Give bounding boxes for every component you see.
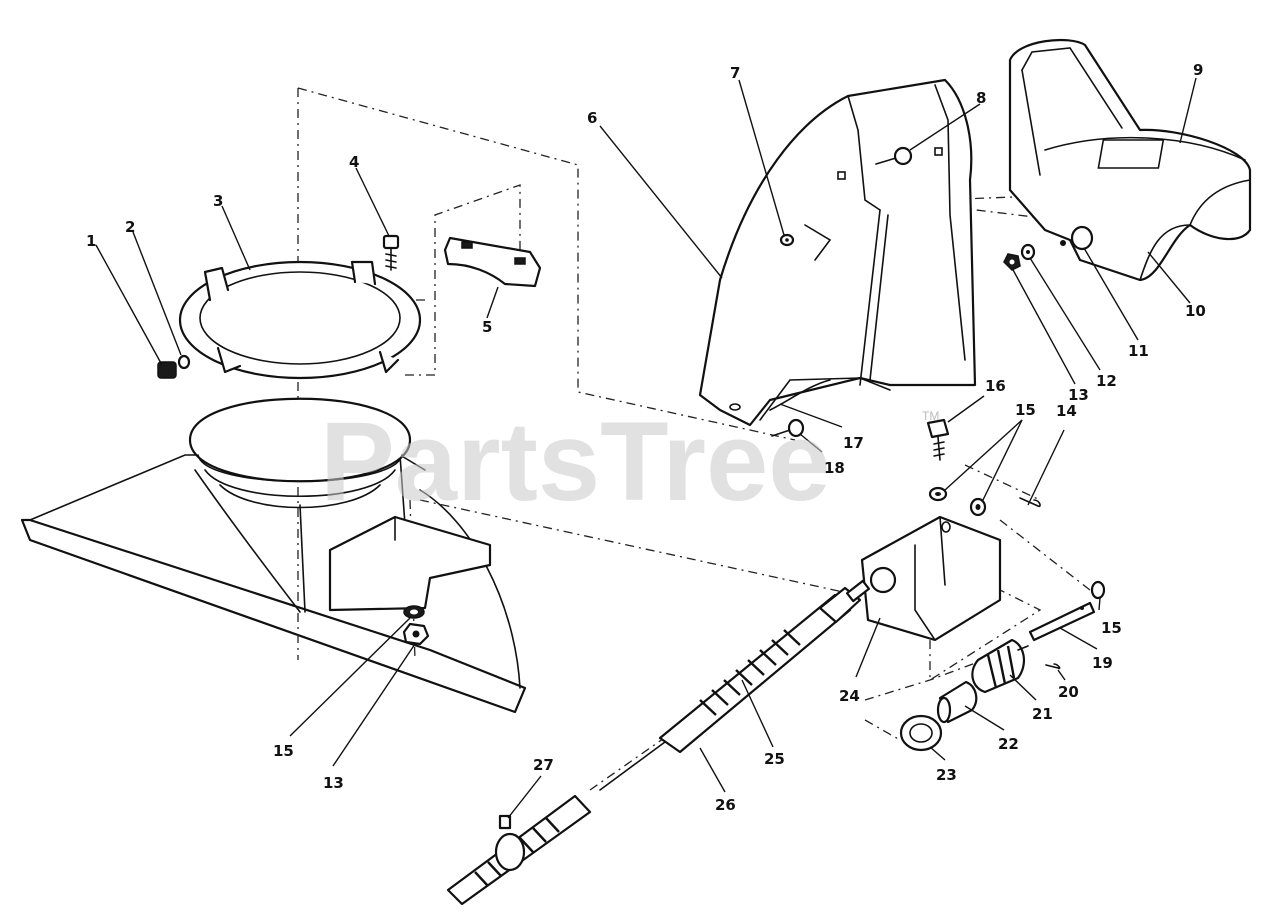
- washer-part-15-c: [1090, 580, 1106, 600]
- nut-part-23: [899, 714, 943, 752]
- callout-22: 22: [998, 735, 1019, 753]
- washer-part-15-a: [928, 486, 948, 502]
- washer-part-11: [1060, 225, 1094, 251]
- callout-27: 27: [533, 756, 554, 774]
- callout-15-right: 15: [1101, 619, 1122, 637]
- nut-part-13-upper: [1003, 253, 1021, 271]
- callout-18: 18: [824, 459, 845, 477]
- cable-end-part-27: [446, 794, 592, 906]
- callout-19: 19: [1092, 654, 1113, 672]
- washer-part-12: [1020, 243, 1036, 261]
- washer-part-15-b: [969, 497, 987, 517]
- clamp-part-5: [443, 236, 542, 288]
- pin-part-20: [1045, 663, 1061, 670]
- callout-labels: 1 2 3 4 5 6 7 8 9 10 11 12 13 13 14 15 1…: [86, 61, 1206, 814]
- washer-part-7: [779, 233, 795, 247]
- knob-part-8: [875, 146, 913, 166]
- washer-part-2: [177, 354, 191, 370]
- callout-10: 10: [1185, 302, 1206, 320]
- callout-4: 4: [349, 153, 359, 171]
- bracket-part-24: [860, 515, 1002, 642]
- callout-7: 7: [730, 64, 740, 82]
- worm-gear-part-21: [971, 638, 1029, 694]
- chute-deflector-part-6: [698, 78, 977, 427]
- callout-13-upper: 13: [1068, 386, 1089, 404]
- callout-11: 11: [1128, 342, 1149, 360]
- callout-3: 3: [213, 192, 223, 210]
- callout-23: 23: [936, 766, 957, 784]
- chute-base: [188, 397, 412, 509]
- callout-14: 14: [1056, 402, 1077, 420]
- callout-12: 12: [1096, 372, 1117, 390]
- callout-15-lower: 15: [273, 742, 294, 760]
- callout-6: 6: [587, 109, 597, 127]
- knob-part-18: [771, 418, 805, 438]
- leader-lines: [95, 77, 1197, 819]
- nut-part-13-lower: [402, 622, 430, 646]
- nut-part-1: [157, 361, 177, 379]
- rod-part-19: [1028, 601, 1096, 642]
- washer-part-15-lower: [403, 605, 425, 619]
- callout-20: 20: [1058, 683, 1079, 701]
- callout-17: 17: [843, 434, 864, 452]
- callout-2: 2: [125, 218, 135, 236]
- inner-cable-part-26: [599, 741, 666, 791]
- callout-15-upper: 15: [1015, 401, 1036, 419]
- callout-13-lower: 13: [323, 774, 344, 792]
- watermark-trademark: TM: [922, 409, 939, 423]
- cable-housing-part-25: [658, 579, 871, 754]
- callout-24: 24: [839, 687, 860, 705]
- callout-25: 25: [764, 750, 785, 768]
- callout-8: 8: [976, 89, 986, 107]
- mount-bracket: [328, 515, 492, 612]
- watermark: PartsTree TM: [320, 399, 939, 524]
- callout-21: 21: [1032, 705, 1053, 723]
- callout-26: 26: [715, 796, 736, 814]
- callout-5: 5: [482, 318, 492, 336]
- callout-16: 16: [985, 377, 1006, 395]
- watermark-text: PartsTree: [320, 399, 831, 524]
- cotter-pin-part-14: [1019, 497, 1041, 508]
- chute-cover-part-10: [1008, 38, 1252, 282]
- bolt-part-4: [382, 234, 400, 271]
- bolt-part-16: [926, 418, 950, 461]
- callout-9: 9: [1193, 61, 1203, 79]
- callout-1: 1: [86, 232, 96, 250]
- chute-ring: [178, 260, 422, 380]
- adapter-part-22: [936, 680, 978, 724]
